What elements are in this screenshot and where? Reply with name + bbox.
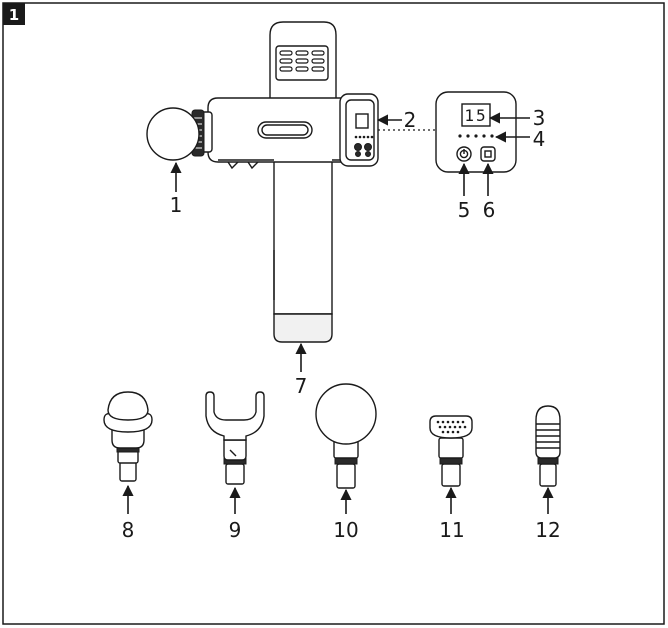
- callout-7: 7: [295, 374, 308, 398]
- massage-gun: [146, 21, 379, 343]
- attachment-bullet-head: [535, 405, 561, 487]
- figure-badge-label: 1: [9, 6, 19, 24]
- level-indicator-leds: [458, 134, 494, 138]
- callout-9: 9: [229, 518, 242, 542]
- attachment-mushroom-head: [103, 391, 153, 482]
- gun-handle: [273, 159, 333, 315]
- body-slot: [257, 121, 313, 139]
- control-panel-zoom: 15: [435, 91, 517, 173]
- ball-attachment-mounted: [146, 107, 200, 161]
- speed-display-value: 15: [464, 106, 487, 125]
- callout-12: 12: [535, 518, 560, 542]
- callout-labels: 1 2 3 4 5 6 7 8 9 10 11 12: [122, 106, 561, 542]
- attachment-flat-head: [429, 415, 473, 487]
- power-button: [456, 146, 472, 162]
- callout-2: 2: [404, 108, 417, 132]
- attachment-ball-head: [315, 383, 377, 489]
- callout-3: 3: [533, 106, 546, 130]
- battery-base: [273, 313, 333, 343]
- vent-grille: [275, 45, 329, 81]
- callout-1: 1: [170, 193, 183, 217]
- callout-6: 6: [483, 198, 496, 222]
- attachment-fork-head: [205, 391, 265, 485]
- callout-8: 8: [122, 518, 135, 542]
- callout-10: 10: [333, 518, 358, 542]
- figure-badge: 1: [3, 3, 25, 25]
- callout-5: 5: [458, 198, 471, 222]
- callout-4: 4: [533, 127, 546, 151]
- callout-11: 11: [439, 518, 464, 542]
- callout-arrows: [122, 112, 554, 514]
- control-panel-rear: [339, 93, 379, 167]
- speed-button: [480, 146, 496, 162]
